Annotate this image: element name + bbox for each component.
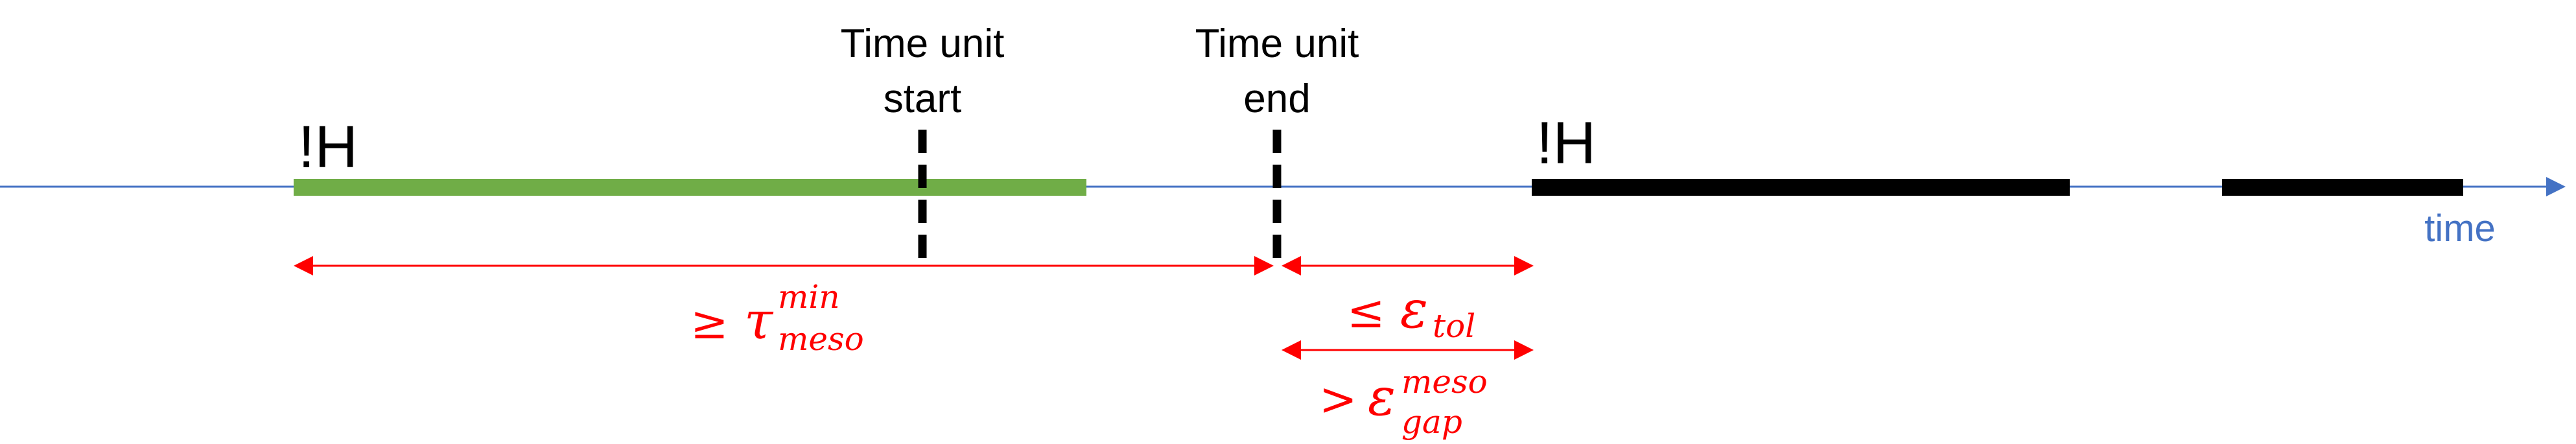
tol-annotation: ≤ ε tol (1347, 279, 1475, 345)
meso-min-greek: τ (744, 290, 774, 351)
time-unit-start-line2: start (884, 76, 962, 121)
gap-sub: gap (1401, 403, 1462, 441)
time-unit-end-line1: Time unit (1195, 21, 1359, 66)
black-interval-2 (2222, 179, 2463, 196)
meso-min-sub: meso (778, 320, 864, 358)
tol-greek: ε (1400, 279, 1428, 340)
time-unit-start-line1: Time unit (841, 21, 1005, 66)
tol-sub: tol (1433, 307, 1475, 345)
black-interval-1 (1532, 179, 2070, 196)
time-axis-label: time (2424, 207, 2496, 250)
gap-sup: meso (1401, 363, 1488, 401)
not-h-label-2: !H (1536, 110, 1596, 176)
meso-min-sup: min (778, 278, 840, 316)
time-unit-end-line2: end (1243, 76, 1310, 121)
meso-min-symbol: ≥ (690, 296, 729, 349)
gap-greek: ε (1368, 367, 1396, 427)
not-h-label-1: !H (298, 114, 358, 180)
gap-symbol: > (1319, 373, 1357, 426)
tol-symbol: ≤ (1347, 285, 1385, 338)
gap-annotation: > ε meso gap (1319, 363, 1488, 441)
meso-min-annotation: ≥ τ min meso (690, 278, 864, 358)
green-interval (294, 179, 1086, 196)
